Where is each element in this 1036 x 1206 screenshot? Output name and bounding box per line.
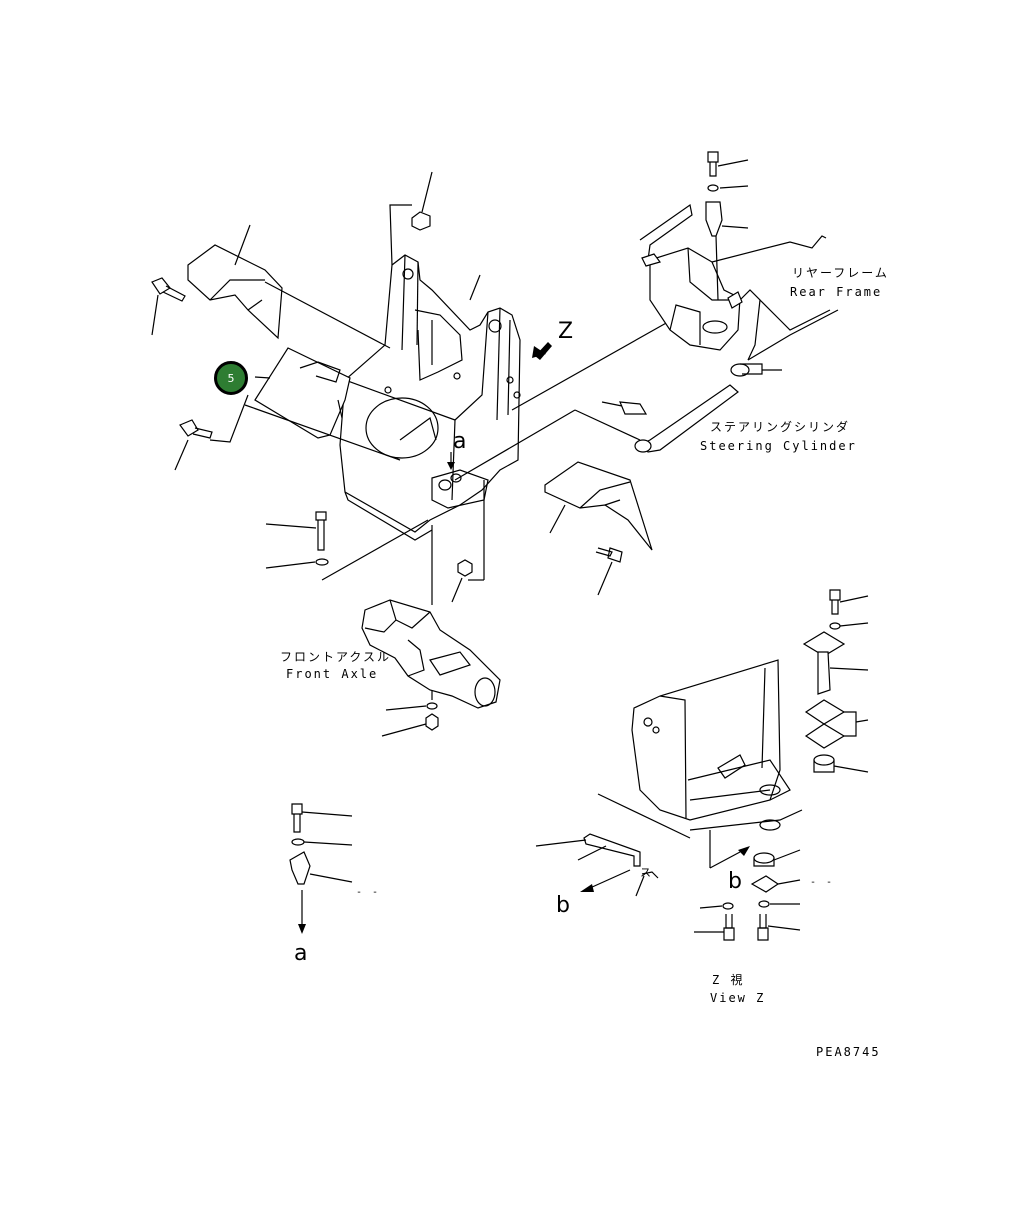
pipe-b: [535, 833, 659, 897]
bottom-left-bracket: [289, 803, 353, 934]
view-z-parts: [694, 589, 869, 941]
plate-bolt: [174, 394, 249, 471]
view-z-label-en: View Z: [710, 991, 766, 1005]
left-upper-guard: [187, 224, 391, 349]
detail-a-marker-top: a: [453, 429, 467, 454]
part-callout-5[interactable]: 5: [214, 361, 248, 395]
right-guard-bolt: [595, 547, 623, 596]
front-axle-label-en: Front Axle: [286, 667, 379, 681]
view-z-marker: Z: [558, 319, 574, 344]
rear-frame-bolt: [707, 151, 749, 192]
leader-lines: [321, 274, 669, 605]
frame-bolt-washer: [265, 511, 329, 569]
view-z-assembly: [597, 659, 803, 869]
steering-cylinder: [601, 363, 782, 453]
cover-plate: [244, 347, 401, 461]
front-frame: [339, 254, 521, 541]
rear-frame-bracket: [705, 201, 749, 301]
lower-nut: [451, 559, 473, 603]
a-arrow-top: [447, 452, 455, 470]
drawing-code: PEA8745: [816, 1045, 881, 1059]
rear-frame: [639, 203, 839, 361]
view-z-label-jp: Z 視: [712, 973, 745, 987]
front-axle-label-jp: フロントアクスル: [280, 650, 392, 664]
detail-b-marker-right: b: [728, 869, 742, 894]
top-nut: [389, 171, 433, 266]
front-axle: [361, 599, 501, 737]
dash-note-right: - -: [810, 877, 835, 888]
dash-note-left: - -: [356, 887, 381, 898]
rear-frame-label-jp: リヤーフレーム: [792, 266, 889, 280]
rear-frame-label-en: Rear Frame: [790, 285, 883, 299]
left-guard-bolt: [151, 277, 186, 336]
detail-a-marker-bottom: a: [294, 941, 308, 966]
z-arrow: [532, 342, 552, 360]
pipe-note-jp: ス: [640, 866, 653, 879]
steering-cylinder-label-jp: ステアリングシリンダ: [710, 420, 851, 434]
detail-b-marker-left: b: [556, 893, 570, 918]
steering-cylinder-label-en: Steering Cylinder: [700, 439, 857, 453]
right-guard: [544, 461, 653, 551]
